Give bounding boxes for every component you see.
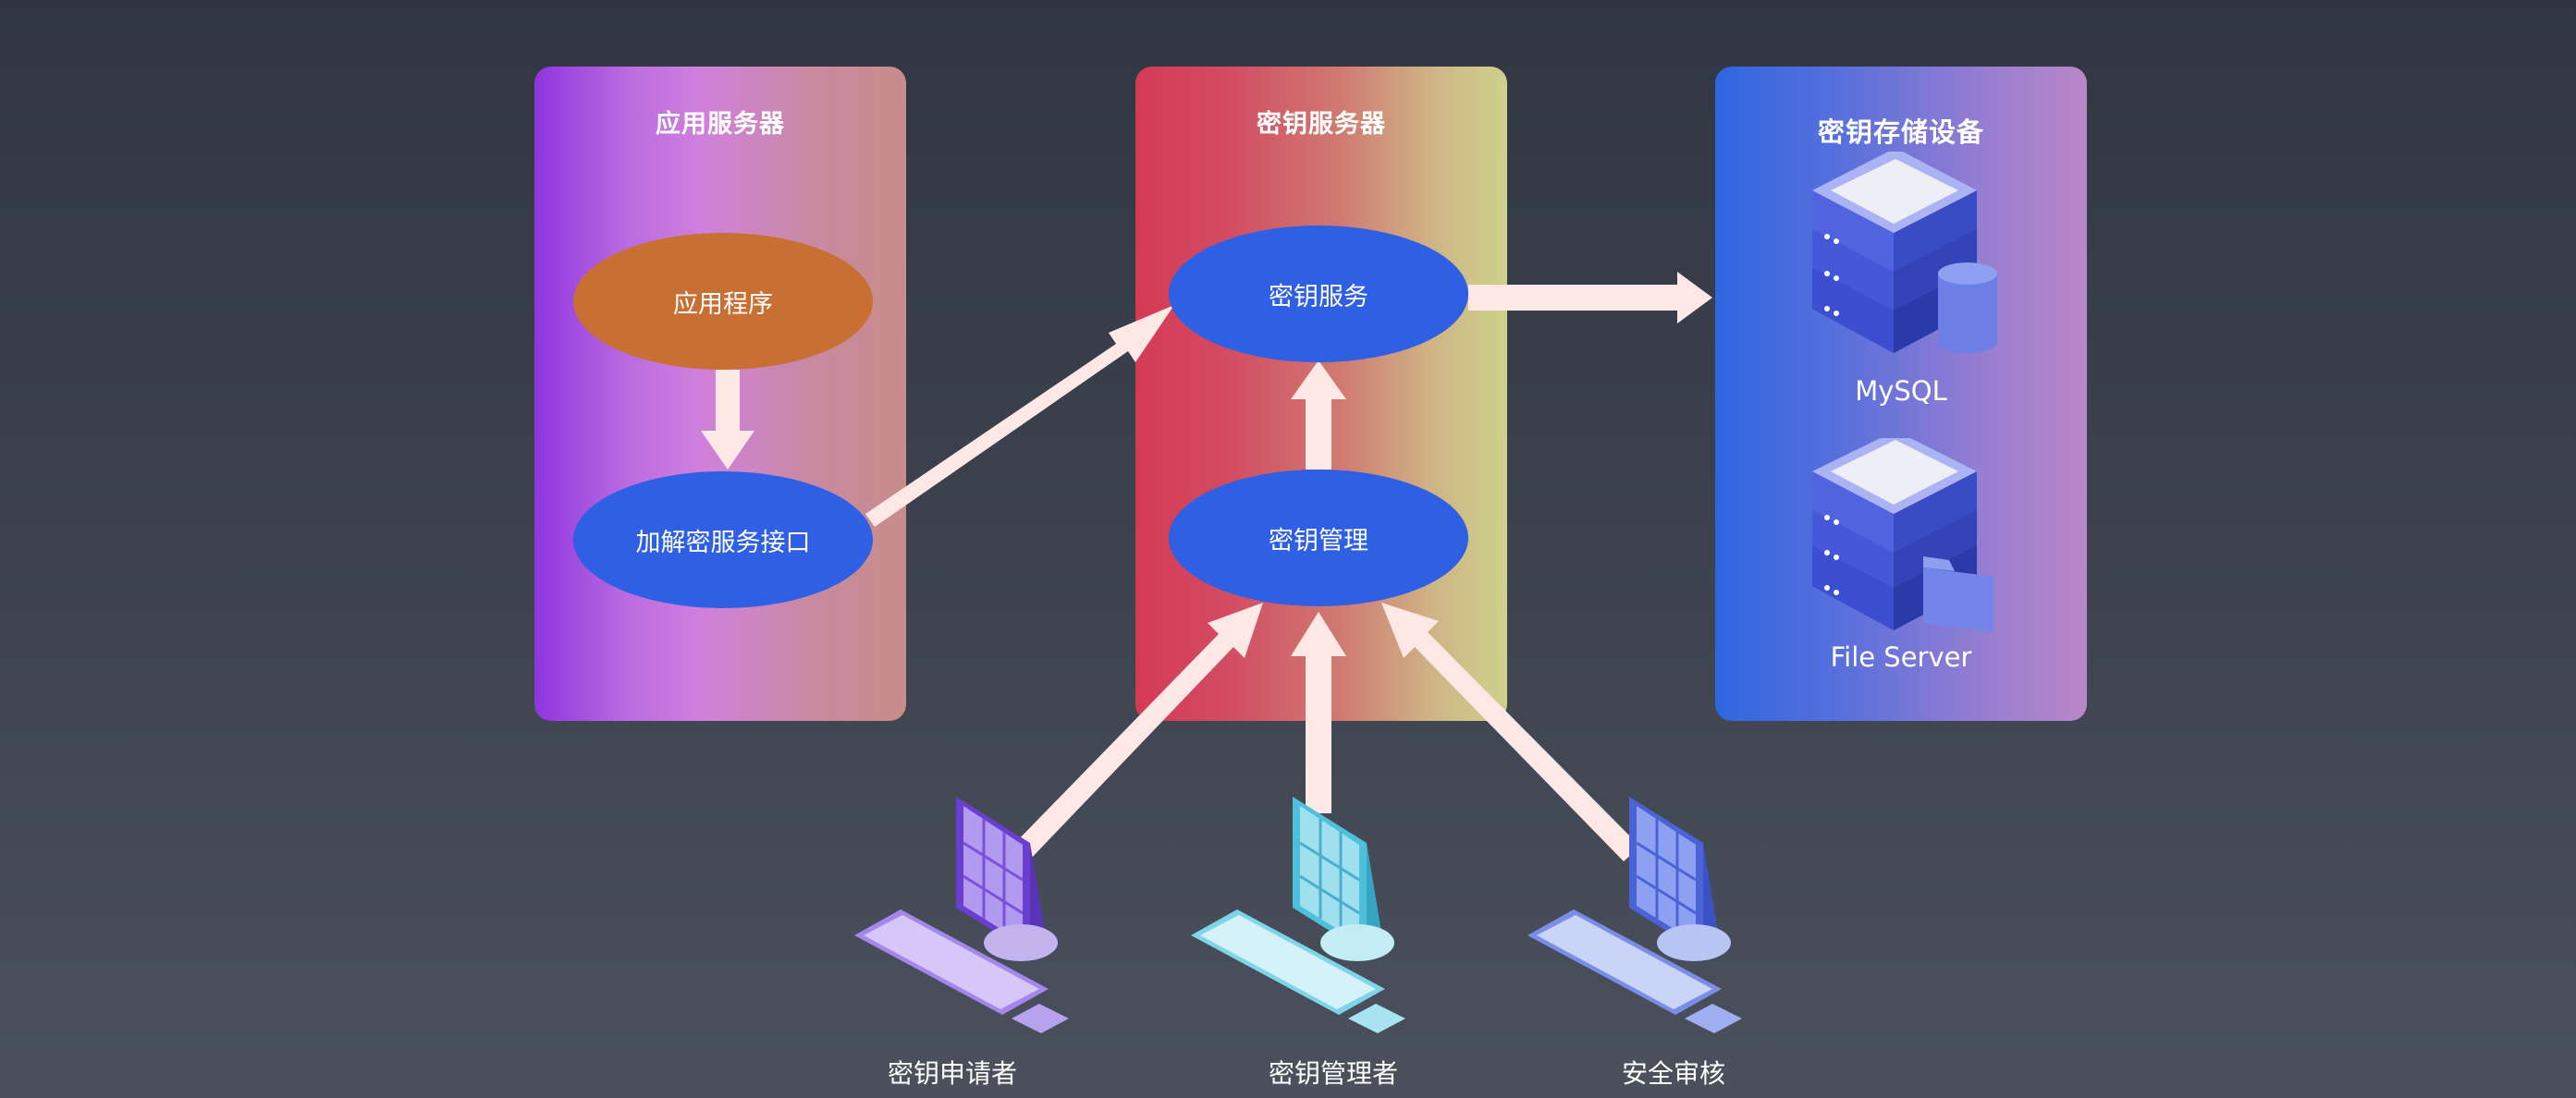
app-server-title: 应用服务器 [656,110,785,139]
file-server-label: File Server [1830,641,1972,673]
manager-computer-icon [1191,797,1405,1033]
auditor-computer-icon [1527,797,1742,1033]
app-program-node: 应用程序 [573,233,873,370]
arrow-api-to-key-service [865,305,1174,527]
arrow-key-service-to-storage [1468,272,1712,323]
mysql-label: MySQL [1855,375,1947,407]
key-service-node: 密钥服务 [1169,226,1468,362]
arrow-mgmt-to-key-service [1291,360,1346,470]
manager-label: 密钥管理者 [1268,1058,1398,1089]
applicant-label: 密钥申请者 [887,1058,1017,1089]
arrow-program-to-api [701,370,754,470]
auditor-label: 安全审核 [1621,1058,1725,1089]
key-server-title: 密钥服务器 [1257,110,1386,139]
applicant-computer-icon [854,797,1069,1033]
file-server-icon [1812,438,1993,632]
arrow-manager-to-mgmt [1291,612,1346,813]
key-server-panel: 密钥服务器 [1135,67,1507,721]
database-server-icon [1812,152,1997,353]
arrow-applicant-to-mgmt [1012,603,1263,861]
crypto-api-node: 加解密服务接口 [573,471,873,608]
key-storage-title: 密钥存储设备 [1817,116,1984,148]
key-management-node: 密钥管理 [1169,470,1468,606]
arrow-auditor-to-mgmt [1381,603,1640,861]
